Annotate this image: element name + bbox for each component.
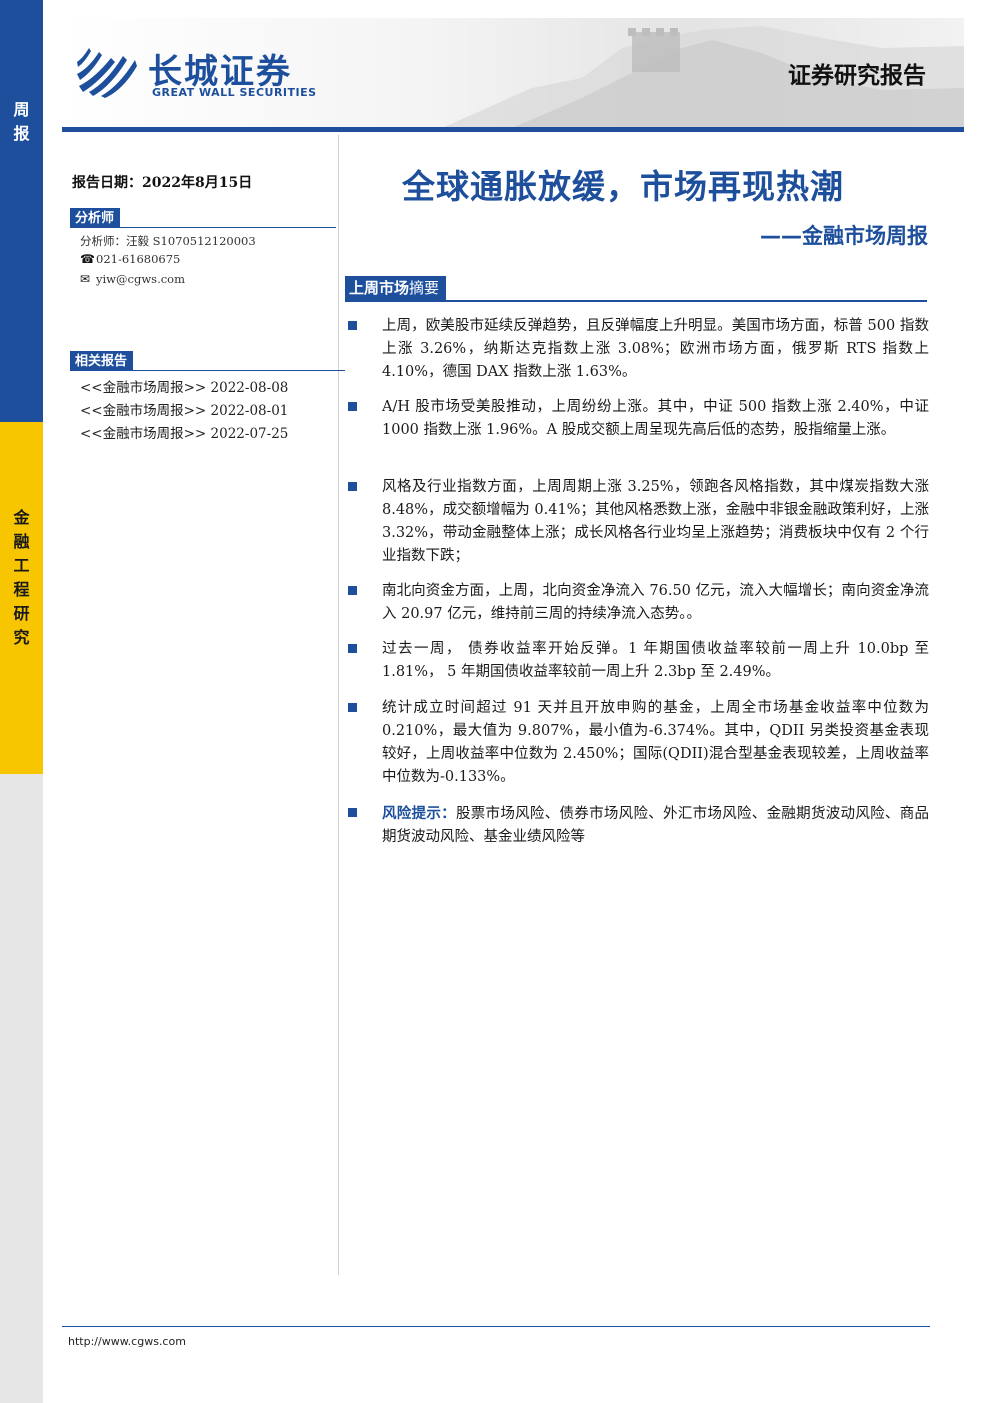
related-report-item[interactable]: <<金融市场周报>> 2022-08-01 (80, 403, 289, 419)
analyst-phone: ☎021-61680675 (80, 252, 180, 266)
side-band-yellow (0, 422, 43, 774)
envelope-icon: ✉ (80, 272, 91, 286)
side-band-report-type: 周 报 (13, 100, 30, 143)
related-reports-label: 相关报告 (70, 351, 134, 371)
footer-rule (62, 1326, 930, 1327)
bullet-square-icon (348, 644, 357, 653)
company-logo-icon (77, 48, 137, 98)
summary-section-label: 上周市场摘要 (345, 276, 447, 300)
bullet-square-icon (348, 808, 357, 817)
analyst-section-label: 分析师 (70, 208, 121, 228)
summary-section-header: 上周市场摘要 (345, 276, 927, 302)
related-report-item[interactable]: <<金融市场周报>> 2022-08-08 (80, 380, 289, 396)
column-divider (338, 135, 339, 1275)
company-name-en: GREAT WALL SECURITIES (152, 86, 317, 99)
risk-warning-text: 风险提示：股票市场风险、债券市场风险、外汇市场风险、金融期货波动风险、商品期货波… (382, 802, 929, 849)
side-band-category: 金 融 工 程 研 究 (13, 508, 30, 647)
phone-number: 021-61680675 (96, 252, 181, 266)
bullet-text: 风格及行业指数方面，上周周期上涨 3.25%，领跑各风格指数，其中煤炭指数大涨 … (382, 479, 929, 564)
header-rule (62, 127, 964, 132)
report-subtitle: ——金融市场周报 (760, 224, 928, 248)
phone-icon: ☎ (80, 252, 95, 266)
analyst-section-header: 分析师 (70, 207, 336, 228)
company-name-cn: 长城证券 (148, 52, 292, 92)
risk-warning-label: 风险提示： (382, 805, 456, 822)
analyst-email: ✉ yiw@cgws.com (80, 272, 185, 286)
bullet-text: 上周，欧美股市延续反弹趋势，且反弹幅度上升明显。美国市场方面，标普 500 指数… (382, 318, 929, 380)
analyst-name: 分析师：汪毅 S1070512120003 (80, 234, 256, 248)
side-band-blue (0, 0, 43, 422)
bullet-square-icon (348, 586, 357, 595)
email-address[interactable]: yiw@cgws.com (96, 272, 185, 286)
document-type: 证券研究报告 (788, 63, 926, 89)
related-report-item[interactable]: <<金融市场周报>> 2022-07-25 (80, 426, 289, 442)
summary-bullet: 风格及行业指数方面，上周周期上涨 3.25%，领跑各风格指数，其中煤炭指数大涨 … (345, 476, 929, 568)
bullet-square-icon (348, 402, 357, 411)
bullet-text: 过去一周， 债券收益率开始反弹。1 年期国债收益率较前一周上升 10.0bp 至… (382, 641, 929, 680)
page-header: 长城证券 GREAT WALL SECURITIES 证券研究报告 (62, 18, 964, 128)
bullet-text: 南北向资金方面，上周，北向资金净流入 76.50 亿元，流入大幅增长；南向资金净… (382, 583, 929, 622)
side-band-gray (0, 774, 43, 1403)
bullet-square-icon (348, 482, 357, 491)
related-reports-header: 相关报告 (70, 350, 345, 371)
great-wall-mountain-graphic (442, 26, 964, 128)
summary-bullet: 统计成立时间超过 91 天并且开放申购的基金，上周全市场基金收益率中位数为 0.… (345, 697, 929, 789)
summary-bullet: 上周，欧美股市延续反弹趋势，且反弹幅度上升明显。美国市场方面，标普 500 指数… (345, 315, 929, 384)
footer-website-link[interactable]: http://www.cgws.com (68, 1335, 186, 1348)
bullet-square-icon (348, 321, 357, 330)
summary-bullet: A/H 股市场受美股推动，上周纷纷上涨。其中，中证 500 指数上涨 2.40%… (345, 396, 929, 442)
summary-bullet: 南北向资金方面，上周，北向资金净流入 76.50 亿元，流入大幅增长；南向资金净… (345, 580, 929, 626)
report-date: 报告日期：2022年8月15日 (72, 175, 253, 191)
bullet-text: A/H 股市场受美股推动，上周纷纷上涨。其中，中证 500 指数上涨 2.40%… (382, 399, 929, 438)
risk-warning-content: 股票市场风险、债券市场风险、外汇市场风险、金融期货波动风险、商品期货波动风险、基… (382, 806, 930, 845)
report-title: 全球通胀放缓，市场再现热潮 (402, 167, 844, 206)
summary-bullet: 过去一周， 债券收益率开始反弹。1 年期国债收益率较前一周上升 10.0bp 至… (345, 638, 929, 684)
risk-warning-bullet: 风险提示：股票市场风险、债券市场风险、外汇市场风险、金融期货波动风险、商品期货波… (345, 802, 929, 849)
bullet-square-icon (348, 703, 357, 712)
bullet-text: 统计成立时间超过 91 天并且开放申购的基金，上周全市场基金收益率中位数为 0.… (382, 700, 929, 785)
